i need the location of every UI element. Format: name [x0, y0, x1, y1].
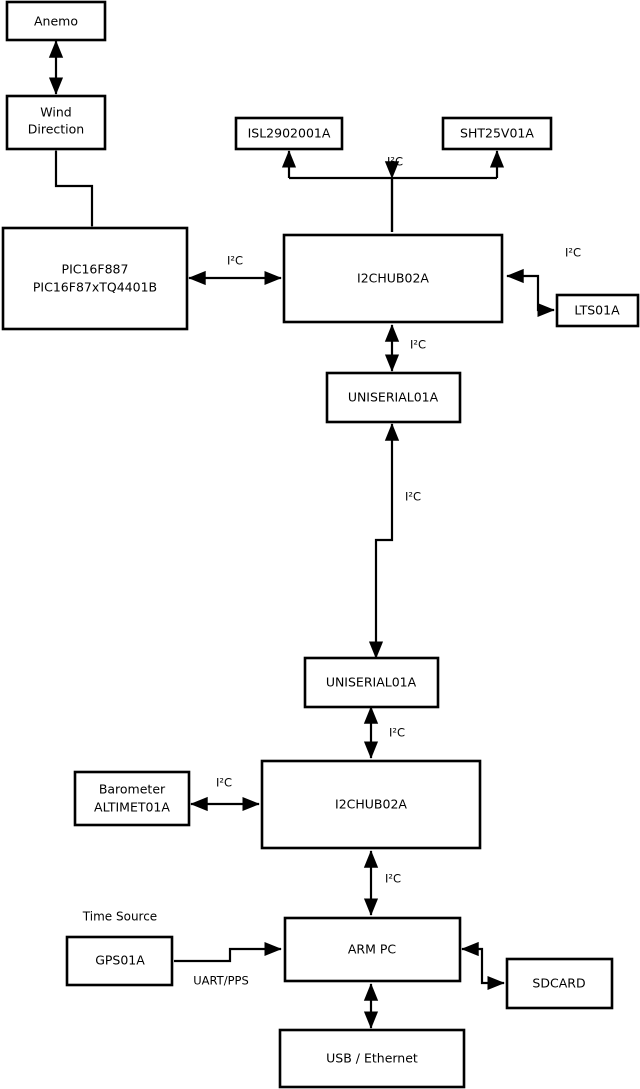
node-box-anemo[interactable] [5, 0, 107, 42]
edge-label-hubtop-lts: I²C [565, 246, 581, 260]
node-label-wind-direction-line2: Direction [28, 122, 84, 137]
node-label-arm-pc: ARM PC [348, 942, 397, 957]
node-label-sht: SHT25V01A [460, 126, 534, 141]
node-box-sht[interactable] [441, 116, 553, 151]
node-label-barometer-line2: ALTIMET01A [94, 800, 170, 815]
edge-label-baro-hubbot: I²C [216, 776, 232, 790]
node-box-barometer[interactable] [73, 770, 191, 827]
node-uniserial-bottom[interactable]: UNISERIAL01A [303, 656, 440, 709]
node-label-gps: GPS01A [95, 953, 145, 968]
edge-line-gps-arm [174, 941, 282, 963]
node-label-barometer-line1: Barometer [99, 782, 166, 797]
node-box-uniserial-top[interactable] [325, 371, 462, 424]
node-label-pic-line1: PIC16F887 [62, 262, 129, 277]
node-label-isl: ISL2902001A [248, 126, 331, 141]
node-lts[interactable]: LTS01A [555, 293, 640, 328]
edge-label-gps-arm: UART/PPS [193, 974, 249, 988]
node-anemo[interactable]: Anemo [5, 0, 107, 42]
node-box-isl[interactable] [234, 116, 344, 151]
node-label-hub-top: I2CHUB02A [357, 271, 429, 286]
node-label-lts: LTS01A [574, 303, 620, 318]
edge-hubtop-sensors: I²C [281, 150, 505, 232]
edge-label-hubtop-sensors: I²C [387, 155, 403, 169]
node-usb-ethernet[interactable]: USB / Ethernet [278, 1028, 466, 1089]
edge-line-arm-sdcard [461, 941, 505, 991]
edge-label-hubtop-uniserial: I²C [410, 338, 426, 352]
edge-uniserialbot-hubbot: I²C [363, 706, 405, 759]
node-uniserial-top[interactable]: UNISERIAL01A [325, 371, 462, 424]
node-label-pic-line2: PIC16F87xTQ4401B [33, 280, 157, 295]
node-box-uniserial-bottom[interactable] [303, 656, 440, 709]
node-arm-pc[interactable]: ARM PC [283, 916, 462, 983]
node-box-wind-direction[interactable] [5, 94, 107, 151]
node-sdcard[interactable]: SDCARD [505, 957, 614, 1010]
edge-pic-hubtop: I²C [188, 254, 282, 286]
node-gps[interactable]: GPS01A [65, 935, 174, 987]
node-label-hub-bottom: I2CHUB02A [335, 797, 407, 812]
edge-wind-pic [48, 134, 100, 243]
edge-line-uniserial-uniserial [368, 423, 400, 659]
label-time-source: Time Source [82, 910, 157, 924]
node-hub-top[interactable]: I2CHUB02A [282, 233, 504, 324]
node-box-usb-ethernet[interactable] [278, 1028, 466, 1089]
node-box-hub-top[interactable] [282, 233, 504, 324]
node-box-arm-pc[interactable] [283, 916, 462, 983]
edge-label-uniserial-uniserial: I²C [405, 490, 421, 504]
node-sht[interactable]: SHT25V01A [441, 116, 553, 151]
edge-uniserial-uniserial: I²C [368, 423, 421, 659]
node-label-uniserial-bottom: UNISERIAL01A [326, 675, 417, 690]
edge-baro-hubbot: I²C [190, 776, 260, 812]
edge-hubtop-uniserial: I²C [384, 324, 426, 372]
edge-label-hubbot-arm: I²C [385, 872, 401, 886]
node-label-anemo: Anemo [34, 14, 78, 29]
edge-line-hubtop-lts [506, 268, 555, 318]
node-wind-direction[interactable]: Wind Direction [5, 94, 107, 151]
edge-line-wind-pic [48, 134, 100, 243]
node-box-lts[interactable] [555, 293, 640, 328]
edge-label-pic-hubtop: I²C [227, 254, 243, 268]
edge-hubtop-lts: I²C [506, 246, 581, 318]
node-label-uniserial-top: UNISERIAL01A [348, 390, 439, 405]
edge-label-uniserialbot-hubbot: I²C [389, 726, 405, 740]
edge-hubbot-arm: I²C [363, 850, 401, 916]
node-hub-bottom[interactable]: I2CHUB02A [260, 759, 482, 850]
edge-arm-sdcard [461, 941, 505, 991]
node-barometer[interactable]: Barometer ALTIMET01A [73, 770, 191, 827]
node-box-pic[interactable] [1, 226, 189, 331]
node-pic[interactable]: PIC16F887 PIC16F87xTQ4401B [1, 226, 189, 331]
node-box-hub-bottom[interactable] [260, 759, 482, 850]
node-box-gps[interactable] [65, 935, 174, 987]
node-isl[interactable]: ISL2902001A [234, 116, 344, 151]
edge-gps-arm: UART/PPS [174, 941, 282, 988]
node-label-sdcard: SDCARD [532, 976, 585, 991]
node-label-wind-direction-line1: Wind [40, 105, 71, 120]
node-label-usb-ethernet: USB / Ethernet [326, 1051, 418, 1066]
node-box-sdcard[interactable] [505, 957, 614, 1010]
